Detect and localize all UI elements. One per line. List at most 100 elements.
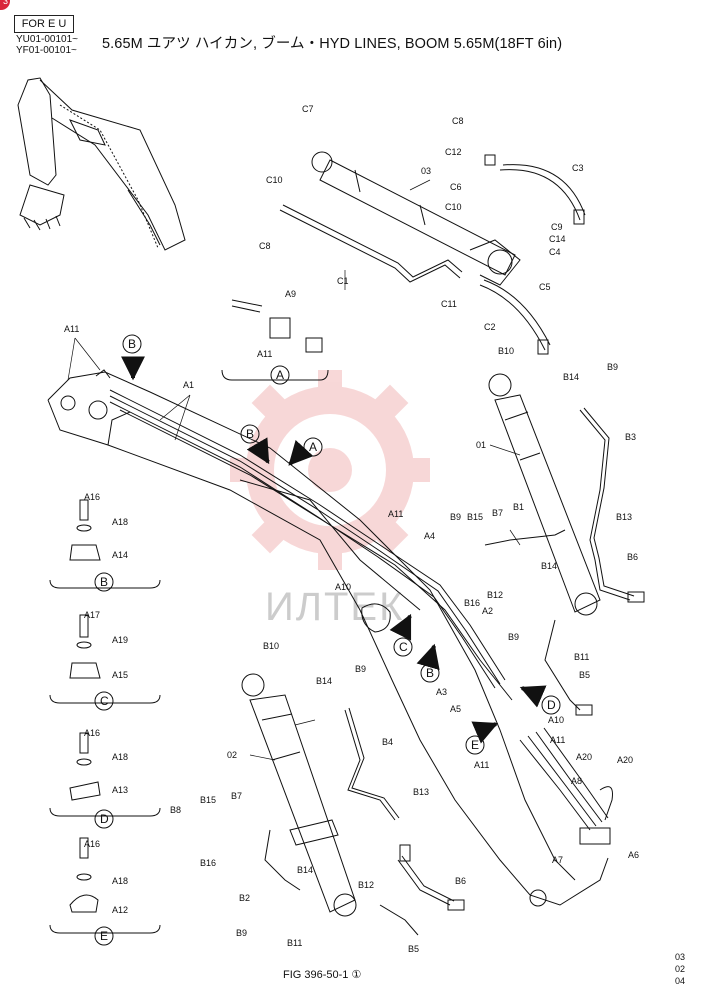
callout-B-2: B [246,427,254,441]
callout-circles [94,334,561,946]
detail-clamp-B [49,499,161,589]
callout-B-1: B [128,337,136,351]
label-B11-right: B11 [574,652,589,662]
label-A18-E: A18 [112,876,128,886]
revision-1: 03 [675,952,686,962]
label-B14-lowest: B14 [297,865,313,875]
label-A20-left: A20 [576,752,592,762]
serial-range-1: YU01-00101~ [16,34,78,45]
label-B11-bottom: B11 [287,938,302,948]
label-A19: A19 [112,635,128,645]
callout-D-1: D [547,698,556,712]
label-C2: C2 [484,322,496,332]
label-B9-lower: B9 [508,632,519,642]
label-C14: C14 [549,234,566,244]
label-A20-right: A20 [617,755,633,765]
label-C10-right: C10 [445,202,462,212]
label-B12-bottom: B12 [358,880,374,890]
detail-clamp-C [49,614,161,704]
callout-arrows [121,356,547,744]
detail-clamp-D [49,732,161,817]
label-B6-bottom: B6 [455,876,466,886]
detail-A-fitting [221,299,329,381]
label-A18-B: A18 [112,517,128,527]
label-C9: C9 [551,222,563,232]
label-A11-detail: A11 [257,349,272,359]
figure-number: FIG 396-50-1 ① [283,969,362,981]
label-C1: C1 [337,276,349,286]
label-B14-bottom: B14 [316,676,332,686]
label-A10-left: A10 [335,582,351,592]
detail-clamp-E [49,837,161,934]
excavator-thumbnail [17,77,186,251]
label-B1: B1 [513,502,524,512]
label-B9-lowleft: B9 [236,928,247,938]
label-A11-lowright: A11 [550,735,565,745]
label-A11-mid: A11 [388,509,403,519]
label-B8: B8 [170,805,181,815]
label-A18-D: A18 [112,752,128,762]
label-A2: A2 [482,606,493,616]
label-C5: C5 [539,282,551,292]
label-02: 02 [227,750,237,760]
label-A16-E: A16 [84,839,100,849]
label-B15-mid: B15 [467,512,483,522]
label-A4: A4 [424,531,435,541]
callout-A-detail: A [276,368,284,382]
callout-B-detail: B [100,575,108,589]
attachment-hose-bundle [519,727,613,845]
label-B7-mid: B7 [492,508,503,518]
callout-D-detail: D [100,812,109,826]
bucket-cylinder-lines-right [484,407,645,716]
label-C3: C3 [572,163,584,173]
label-A14: A14 [112,550,128,560]
label-A11-top: A11 [64,324,79,334]
label-B10-mid: B10 [263,641,279,651]
leader-lines [67,179,521,761]
label-A8: A8 [571,776,582,786]
label-B7-bottom: B7 [231,791,242,801]
boom-cylinder-01 [488,373,601,616]
label-B16-bottom: B16 [200,858,216,868]
serial-range-2: YF01-00101~ [16,45,77,56]
label-B3: B3 [625,432,636,442]
label-A15: A15 [112,670,128,680]
label-A10-right: A10 [548,715,564,725]
callout-B-3: B [426,666,434,680]
callout-A-1: A [309,440,317,454]
label-A7: A7 [552,855,563,865]
part-labels: C7 C8 C12 03 C3 C10 C6 C10 C9 C14 C8 C4 … [64,104,639,954]
callout-C-1: C [399,640,408,654]
label-A5: A5 [450,704,461,714]
label-A16-B: A16 [84,492,100,502]
label-B9-mid: B9 [450,512,461,522]
label-A11-lower: A11 [474,760,489,770]
label-B4: B4 [382,737,393,747]
label-C7: C7 [302,104,314,114]
boom-cylinder-02 [241,673,357,917]
label-C10-left: C10 [266,175,283,185]
boom-pipe-lines [109,389,513,701]
label-A13: A13 [112,785,128,795]
label-B2: B2 [239,893,250,903]
page-title: 5.65M ユアツ ハイカン, ブーム・HYD LINES, BOOM 5.65… [102,36,563,52]
revision-2: 02 [675,964,686,974]
label-C11: C11 [441,299,457,309]
label-C6: C6 [450,182,462,192]
label-A1: A1 [183,380,194,390]
label-A9: A9 [285,289,296,299]
arm-cylinder-pipes [279,154,586,355]
label-C8-top: C8 [452,116,464,126]
label-A12: A12 [112,905,128,915]
watermark-text: ИЛТЕК [265,585,404,629]
callout-E-detail: E [100,929,108,943]
label-C12: C12 [445,147,462,157]
label-A3: A3 [436,687,447,697]
label-A17: A17 [84,610,100,620]
label-B14-mid: B14 [541,561,557,571]
revision-3: 04 [675,976,686,986]
label-B9-bottom: B9 [355,664,366,674]
label-A16-D: A16 [84,728,100,738]
